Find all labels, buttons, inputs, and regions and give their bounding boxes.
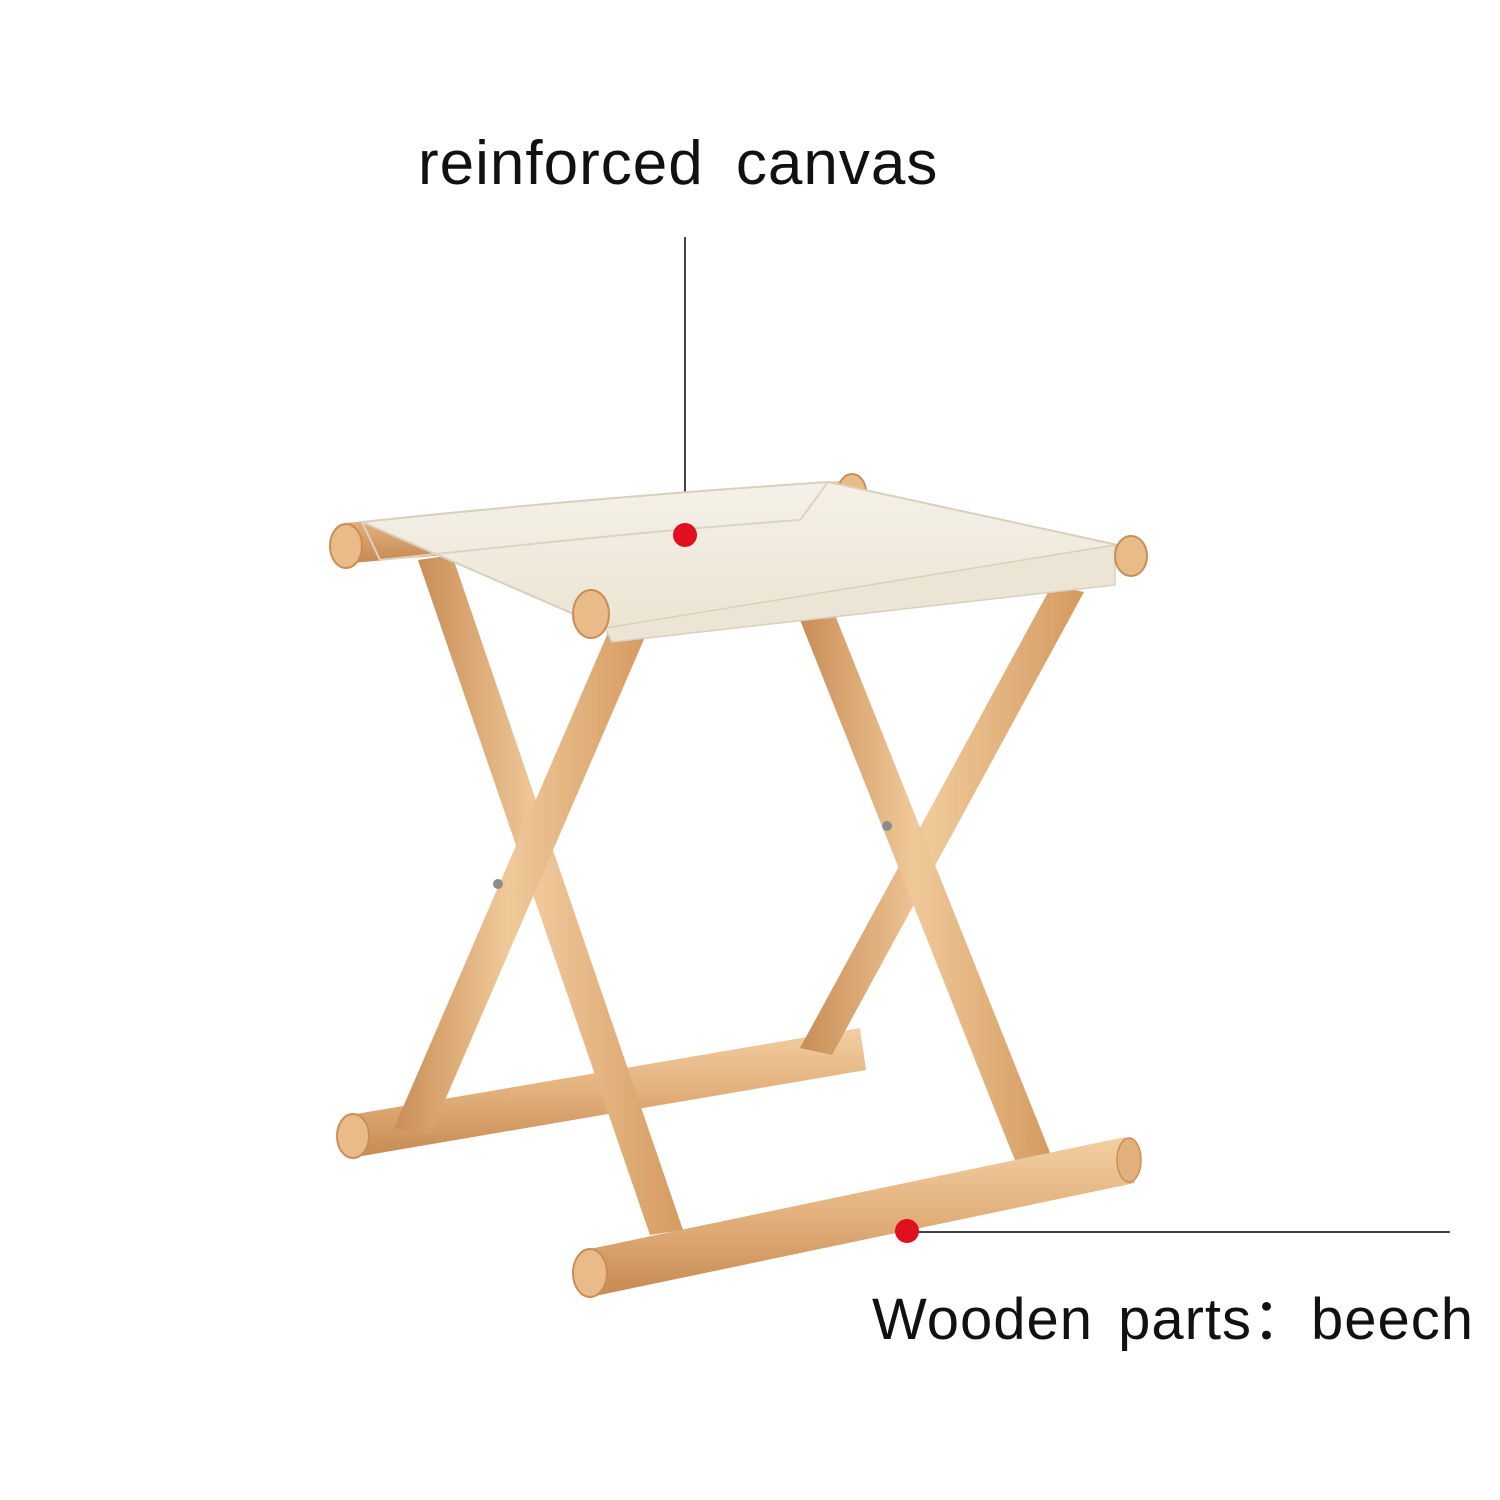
rear-leg-left: [418, 555, 683, 1235]
front-bottom-bar: [572, 1137, 1142, 1298]
pivot-bolt-left: [493, 879, 503, 889]
front-seat-rail: [572, 535, 1148, 639]
pivot-bolt-right: [882, 821, 892, 831]
front-leg-left: [394, 628, 648, 1135]
red-dot-marker: [895, 1219, 919, 1243]
front-leg-right: [800, 615, 1053, 1168]
canvas-seat: [358, 480, 1119, 643]
callout-wood-label: Wooden parts：beech: [872, 1287, 1475, 1352]
red-dot-marker: [673, 523, 697, 547]
rear-leg-right: [800, 585, 1084, 1055]
callout-canvas-label: reinforced canvas: [418, 129, 939, 198]
